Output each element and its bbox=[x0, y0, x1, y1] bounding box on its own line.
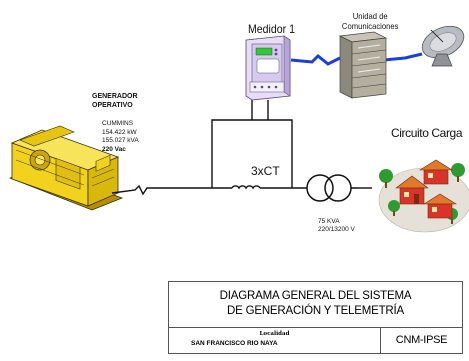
title-line1: DIAGRAMA GENERAL DEL SISTEMA bbox=[219, 290, 412, 302]
generator-icon bbox=[8, 125, 124, 211]
generator-title: GENERADOR OPERATIVO bbox=[92, 92, 138, 110]
comm-unit-label-line1: Unidad de bbox=[352, 11, 388, 21]
generator-power-kw: 154.422 kW bbox=[102, 128, 137, 136]
generator-brand: CUMMINS bbox=[102, 120, 134, 127]
locality-value: SAN FRANCISCO RIO NAYA bbox=[191, 340, 278, 347]
meter-icon bbox=[245, 35, 291, 101]
title-block: DIAGRAMA GENERAL DEL SISTEMA DE GENERACI… bbox=[168, 281, 463, 354]
comm-unit-label-line2: Comunicaciones bbox=[341, 21, 399, 31]
locality-cell: Localidad SAN FRANCISCO RIO NAYA bbox=[169, 328, 381, 353]
title-block-heading: DIAGRAMA GENERAL DEL SISTEMA DE GENERACI… bbox=[169, 282, 462, 328]
satellite-dish-icon bbox=[421, 25, 465, 67]
locality-caption: Localidad bbox=[259, 331, 290, 337]
ct-coil bbox=[231, 185, 261, 190]
generator-title-line2: OPERATIVO bbox=[92, 102, 133, 109]
meter-label: Medidor 1 bbox=[248, 22, 295, 36]
load-circuit-label: Circuito Carga bbox=[391, 126, 463, 140]
transformer-rating: 75 KVA bbox=[318, 218, 340, 225]
generator-voltage: 220 Vac bbox=[102, 145, 126, 153]
document-code: CNM-IPSE bbox=[395, 334, 448, 346]
transformer-voltage: 220/13200 V bbox=[318, 226, 355, 233]
transformer-label: 75 KVA 220/13200 V bbox=[318, 218, 355, 234]
load-village-icon bbox=[378, 159, 469, 233]
power-lines bbox=[111, 100, 372, 196]
comm-unit-label: Unidad de Comunicaciones bbox=[336, 11, 404, 31]
title-line2: DE GENERACIÓN Y TELEMETRÍA bbox=[227, 305, 404, 317]
generator-title-line1: GENERADOR bbox=[92, 93, 138, 100]
generator-power-kva: 155.027 kVA bbox=[102, 137, 139, 144]
transformer-symbol bbox=[305, 174, 358, 202]
comm-rack-icon bbox=[338, 31, 388, 99]
ct-label: 3xCT bbox=[251, 164, 280, 178]
comm-link bbox=[290, 52, 423, 66]
generator-specs: CUMMINS 154.422 kW 155.027 kVA 220 Vac bbox=[102, 120, 139, 154]
